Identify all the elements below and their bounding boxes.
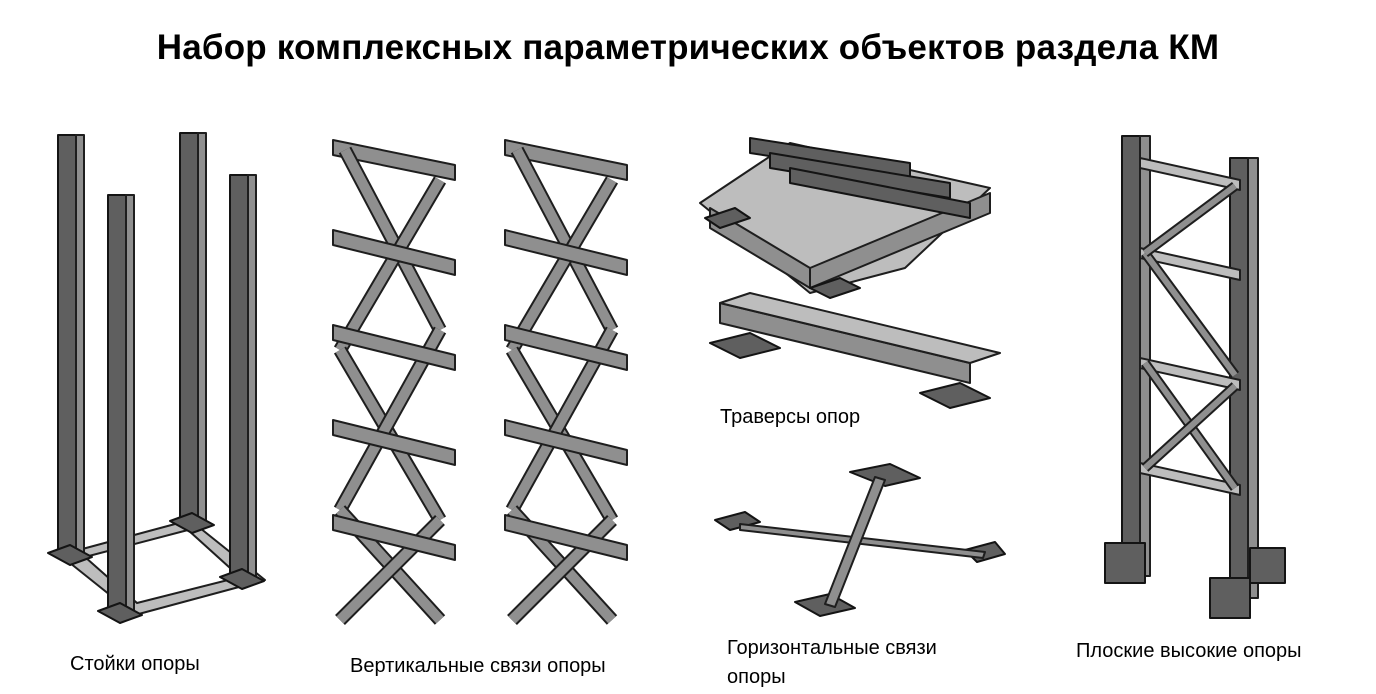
traverses-illustration — [699, 137, 1001, 409]
caption-horizontal-bracing-line2: опоры — [727, 666, 786, 688]
caption-vertical-bracing: Вертикальные связи опоры — [350, 655, 606, 677]
horizontal-bracing-illustration — [714, 463, 1006, 617]
support-columns-illustration — [47, 132, 266, 624]
caption-traverses: Траверсы опор — [720, 404, 864, 430]
tall-supports-illustration — [1104, 135, 1286, 619]
caption-columns: Стойки опоры — [70, 653, 200, 675]
page-title: Набор комплексных параметрических объект… — [156, 28, 1220, 67]
caption-horizontal-bracing-line1: Горизонтальные связи — [727, 637, 937, 659]
caption-tall-supports: Плоские высокие опоры — [1076, 640, 1302, 662]
vertical-bracing-illustration — [332, 139, 628, 625]
